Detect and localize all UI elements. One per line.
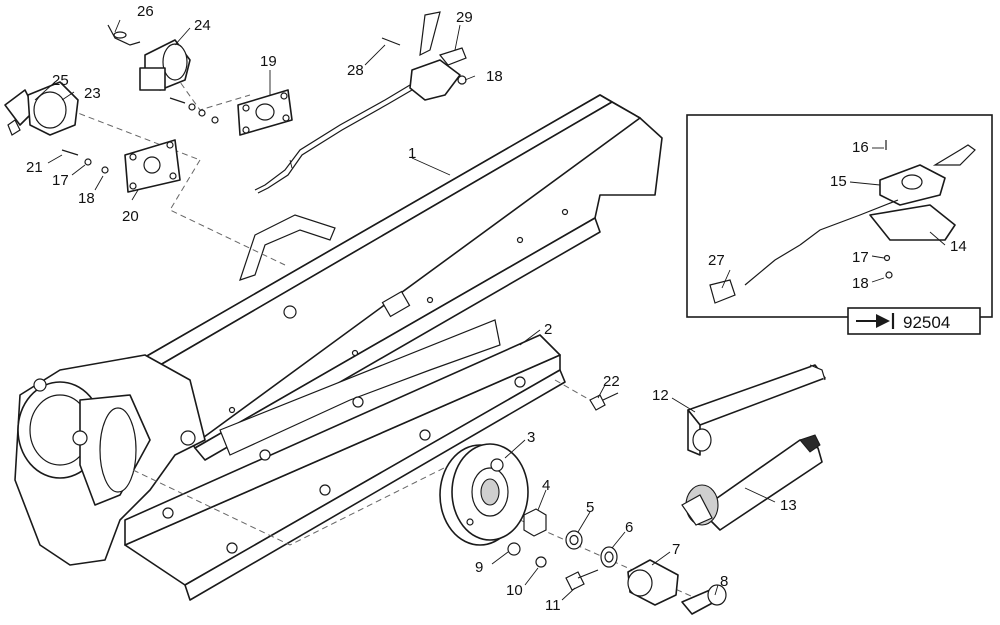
leader-lines [34, 19, 946, 601]
callout-27: 27 [708, 252, 725, 269]
callout-26: 26 [137, 3, 154, 20]
callout-29: 29 [456, 9, 473, 26]
callout-23: 23 [84, 85, 101, 102]
callout-20: 20 [122, 208, 139, 225]
callout-5: 5 [586, 499, 594, 516]
callout-25: 25 [52, 72, 69, 89]
switch-assembly-parts-19-26 [4, 24, 293, 193]
callout-22: 22 [603, 373, 620, 390]
callout-7: 7 [672, 541, 680, 558]
callout-13: 13 [780, 497, 797, 514]
callout-10: 10 [506, 582, 523, 599]
callout-6: 6 [625, 519, 633, 536]
callout-15: 15 [830, 173, 847, 190]
channel-bracket-part-2 [124, 319, 566, 601]
actuator-part-13 [681, 434, 823, 531]
callout-28: 28 [347, 62, 364, 79]
callout-19: 19 [260, 53, 277, 70]
callout-18: 18 [78, 190, 95, 207]
callout-21: 21 [26, 159, 43, 176]
callout-4: 4 [542, 477, 550, 494]
control-lever-parts-28-29 [254, 11, 467, 194]
callout-1: 1 [408, 145, 416, 162]
inset-reference-tag: 92504 [847, 307, 981, 335]
hardware-parts [507, 392, 727, 615]
inset-reference-number: 92504 [903, 313, 950, 332]
callout-numbers: 1 2 3 4 5 6 7 8 9 10 11 12 13 14 15 16 1… [26, 3, 967, 614]
callout-14: 14 [950, 238, 967, 255]
inset-detail-box [686, 114, 993, 318]
callout-2: 2 [544, 321, 552, 338]
callout-18-inset: 18 [852, 275, 869, 292]
callout-16: 16 [852, 139, 869, 156]
arrow-to-bar-icon [856, 313, 895, 329]
callout-9: 9 [475, 559, 483, 576]
wheel-part-3 [439, 443, 529, 546]
bracket-part-12 [687, 364, 826, 456]
callout-11: 11 [545, 597, 561, 614]
callout-18-lever: 18 [486, 68, 503, 85]
callout-17-inset: 17 [852, 249, 869, 266]
callout-8: 8 [720, 573, 728, 590]
callout-24: 24 [194, 17, 211, 34]
callout-3: 3 [527, 429, 535, 446]
callout-12: 12 [652, 387, 669, 404]
callout-17: 17 [52, 172, 69, 189]
